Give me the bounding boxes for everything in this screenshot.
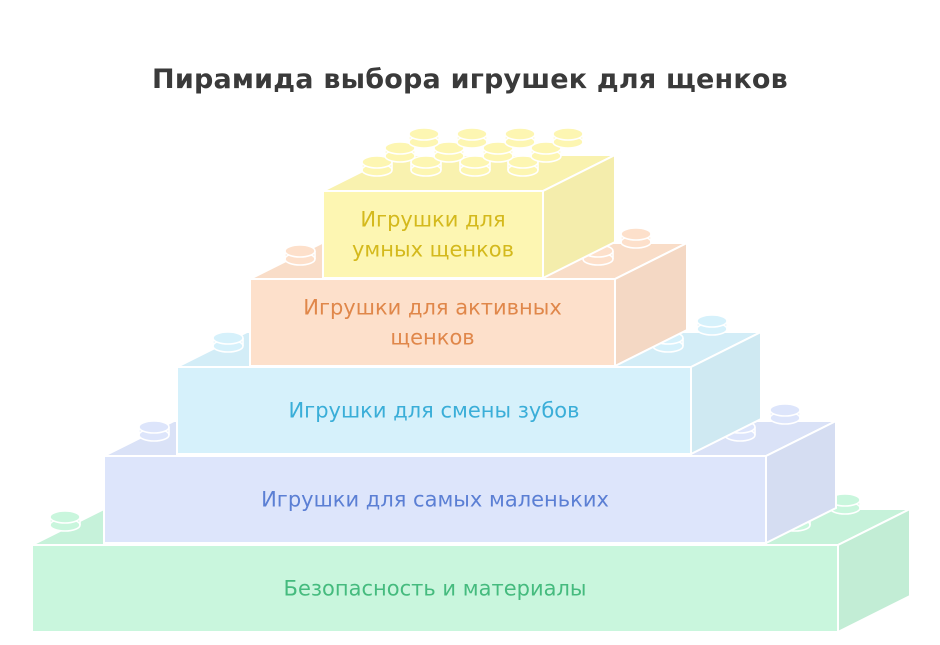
stud-active-2	[620, 227, 652, 249]
stud-top-11	[552, 127, 584, 149]
stud-safety-0	[49, 510, 81, 532]
stud-active-0	[284, 244, 316, 266]
block-top-label: Игрушки для	[360, 208, 505, 232]
block-active-label: щенков	[390, 326, 474, 350]
stud-smallest-0	[138, 420, 170, 442]
stud-teething-0	[212, 331, 244, 353]
stud-top-2	[459, 155, 491, 177]
block-smallest-label: Игрушки для самых маленьких	[261, 488, 609, 512]
stud-top-7	[530, 141, 562, 163]
stud-top-10	[504, 127, 536, 149]
block-active-label: Игрушки для активных	[303, 296, 562, 320]
stud-top-6	[482, 141, 514, 163]
stud-top-8	[408, 127, 440, 149]
block-active-front-face	[249, 278, 616, 367]
block-top-front-face	[322, 190, 544, 279]
block-top-label: умных щенков	[352, 238, 514, 262]
stud-top-4	[384, 141, 416, 163]
block-teething-front-face	[176, 366, 692, 455]
stud-top-5	[433, 141, 465, 163]
stud-teething-2	[696, 314, 728, 336]
stud-top-9	[456, 127, 488, 149]
block-top: Игрушки для умных щенков	[322, 127, 616, 280]
stud-top-1	[410, 155, 442, 177]
block-safety-front-face	[31, 544, 839, 633]
stud-top-0	[361, 155, 393, 177]
block-safety-label: Безопасность и материалы	[284, 577, 587, 601]
stud-top-3	[507, 155, 539, 177]
block-teething-label: Игрушки для смены зубов	[288, 399, 579, 423]
page-title: Пирамида выбора игрушек для щенков	[152, 64, 788, 95]
stud-smallest-2	[769, 403, 801, 425]
block-smallest-front-face	[103, 455, 767, 544]
